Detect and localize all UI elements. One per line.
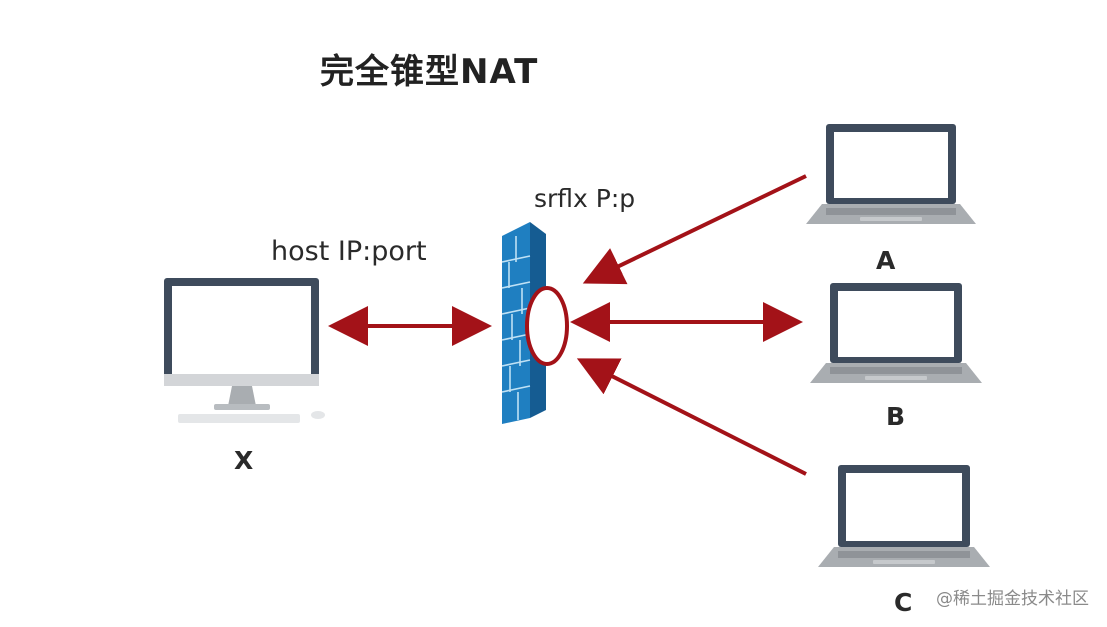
laptop-b-icon xyxy=(810,283,982,383)
node-label-c: C xyxy=(894,588,913,617)
arrow-c-to-nat xyxy=(576,358,807,476)
firewall-icon xyxy=(501,222,546,424)
node-label-x: X xyxy=(234,446,254,475)
laptop-a-icon xyxy=(806,124,976,224)
diagram-title: 完全锥型NAT xyxy=(320,52,539,92)
srflx-address-label: srflx P:p xyxy=(534,184,636,213)
node-label-b: B xyxy=(886,402,906,431)
nat-port-ellipse xyxy=(525,286,569,366)
laptop-c-icon xyxy=(818,465,990,567)
arrow-a-to-nat xyxy=(582,174,807,285)
node-label-a: A xyxy=(876,246,896,275)
host-address-label: host IP:port xyxy=(271,236,427,267)
desktop-x-icon xyxy=(164,278,325,423)
watermark: @稀土掘金技术社区 xyxy=(936,589,1089,609)
